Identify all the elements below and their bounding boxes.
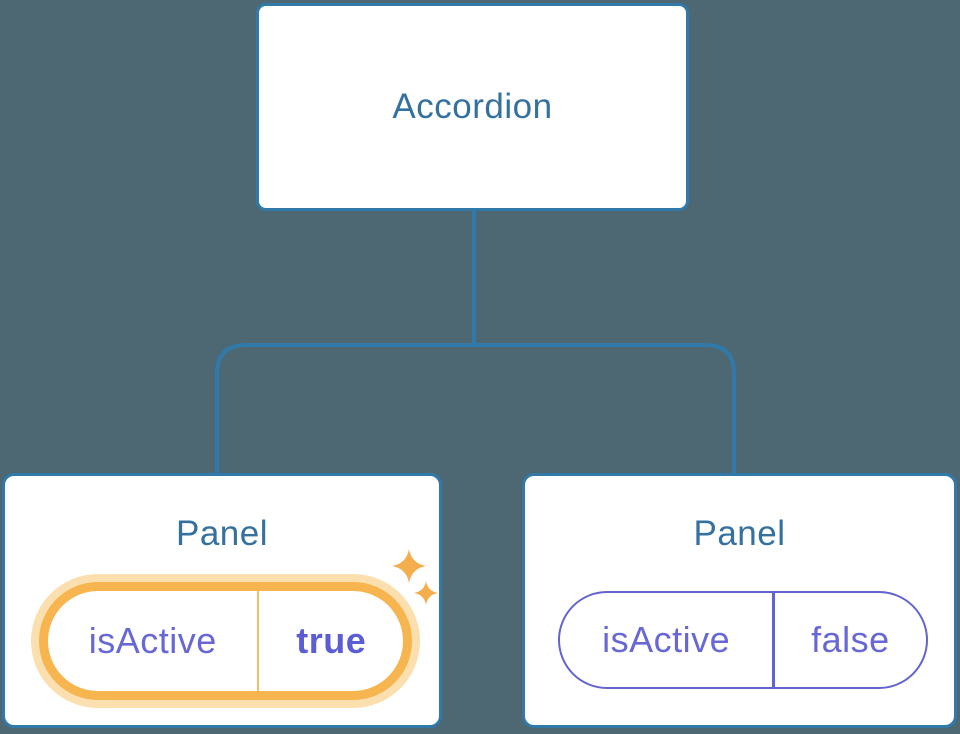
accordion-node: Accordion (256, 3, 689, 211)
panel-title: Panel (175, 514, 269, 553)
panel-node-inactive: Panel isActive false (522, 473, 957, 728)
state-name: isActive (88, 620, 217, 661)
state-pill-active: isActive true (39, 582, 412, 700)
pill-divider (257, 591, 260, 691)
panel-title: Panel (693, 514, 786, 553)
accordion-node-label: Accordion (392, 87, 553, 126)
state-pill-highlight-glow: isActive true (31, 574, 420, 708)
state-value: true (296, 620, 367, 661)
pill-divider (772, 593, 775, 687)
panel-node-active: Panel isActive true (2, 473, 442, 728)
sparkles-icon (392, 549, 438, 605)
state-value: false (811, 619, 890, 660)
state-name: isActive (602, 619, 731, 660)
state-pill-inactive: isActive false (558, 591, 928, 689)
